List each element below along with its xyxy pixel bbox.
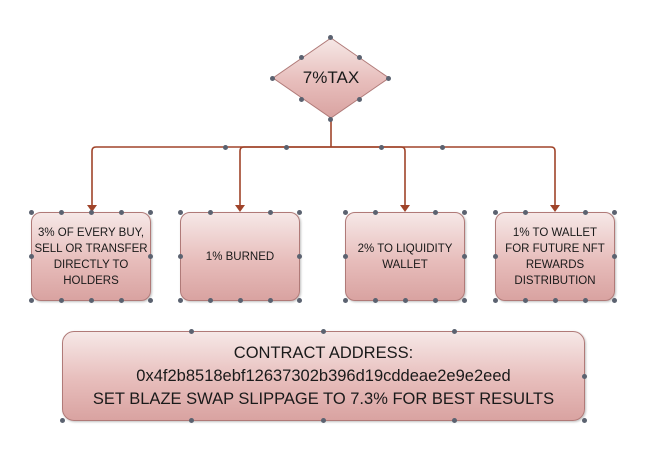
tax-word: TAX (327, 68, 360, 87)
tax-label: 7%TAX (272, 37, 390, 119)
handle-dot[interactable] (59, 298, 64, 303)
handle-dot[interactable] (284, 145, 289, 150)
handle-dot[interactable] (148, 210, 153, 215)
handle-dot[interactable] (612, 210, 617, 215)
arrowhead-2 (235, 205, 245, 212)
handle-dot[interactable] (433, 298, 438, 303)
handle-dot[interactable] (189, 418, 194, 423)
handle-dot[interactable] (523, 210, 528, 215)
holders-line-4: HOLDERS (63, 274, 119, 287)
handle-dot[interactable] (612, 254, 617, 259)
handle-dot[interactable] (493, 298, 498, 303)
handle-dot[interactable] (462, 210, 467, 215)
handle-dot[interactable] (29, 298, 34, 303)
handle-dot[interactable] (268, 210, 273, 215)
handle-dot[interactable] (29, 254, 34, 259)
contract-address[interactable]: 0x4f2b8518ebf12637302b396d19cddeae2e9e2e… (136, 366, 511, 385)
arrowhead-3 (400, 205, 410, 212)
nft-line-3: REWARDS (525, 258, 585, 271)
handle-dot[interactable] (379, 145, 384, 150)
handle-dot[interactable] (523, 298, 528, 303)
handle-dot[interactable] (299, 55, 304, 60)
contract-info-box[interactable]: CONTRACT ADDRESS: 0x4f2b8518ebf12637302b… (62, 331, 585, 421)
handle-dot[interactable] (189, 329, 194, 334)
liquidity-line-2: WALLET (382, 258, 428, 271)
handle-dot[interactable] (493, 210, 498, 215)
handle-dot[interactable] (148, 298, 153, 303)
connector-branch-3 (331, 146, 406, 206)
handle-dot[interactable] (321, 329, 326, 334)
slippage-note: SET BLAZE SWAP SLIPPAGE TO 7.3% FOR BEST… (92, 389, 555, 408)
handle-dot[interactable] (357, 55, 362, 60)
handle-dot[interactable] (583, 298, 588, 303)
handle-dot[interactable] (297, 298, 302, 303)
nft-line-1: 1% TO WALLET (512, 226, 598, 239)
handle-dot[interactable] (343, 298, 348, 303)
handle-dot[interactable] (29, 210, 34, 215)
tax-percent: 7% (302, 68, 328, 87)
connector-branch-1 (91, 146, 331, 206)
holders-line-3: DIRECTLY TO (53, 258, 129, 271)
handle-dot[interactable] (270, 76, 275, 81)
contract-heading: CONTRACT ADDRESS: (233, 343, 414, 362)
handle-dot[interactable] (268, 298, 273, 303)
handle-dot[interactable] (297, 254, 302, 259)
handle-dot[interactable] (178, 298, 183, 303)
nft-rewards-node[interactable]: 1% TO WALLET FOR FUTURE NFT REWARDS DIST… (495, 212, 615, 301)
handle-dot[interactable] (452, 329, 457, 334)
holders-line-1: 3% OF EVERY BUY, (37, 226, 145, 239)
handle-dot[interactable] (462, 254, 467, 259)
connector-branch-4 (331, 146, 556, 206)
burn-node[interactable]: 1% BURNED (180, 212, 300, 301)
handle-dot[interactable] (119, 210, 124, 215)
handle-dot[interactable] (328, 117, 333, 122)
handle-dot[interactable] (321, 418, 326, 423)
handle-dot[interactable] (386, 76, 391, 81)
handle-dot[interactable] (612, 298, 617, 303)
handle-dot[interactable] (493, 254, 498, 259)
handle-dot[interactable] (373, 210, 378, 215)
handle-dot[interactable] (343, 254, 348, 259)
handle-dot[interactable] (238, 298, 243, 303)
burn-label: 1% BURNED (205, 250, 275, 263)
holders-reward-node[interactable]: 3% OF EVERY BUY, SELL OR TRANSFER DIRECT… (31, 212, 151, 301)
handle-dot[interactable] (59, 210, 64, 215)
tax-diamond-node[interactable]: 7%TAX (272, 37, 390, 119)
handle-dot[interactable] (373, 298, 378, 303)
handle-dot[interactable] (297, 210, 302, 215)
handle-dot[interactable] (553, 298, 558, 303)
handle-dot[interactable] (148, 254, 153, 259)
handle-dot[interactable] (208, 210, 213, 215)
connector-branch-2 (239, 146, 331, 206)
nft-line-2: FOR FUTURE NFT (505, 242, 605, 255)
handle-dot[interactable] (299, 97, 304, 102)
handle-dot[interactable] (440, 145, 445, 150)
holders-line-2: SELL OR TRANSFER (34, 242, 148, 255)
handle-dot[interactable] (462, 298, 467, 303)
arrowhead-1 (87, 205, 97, 212)
handle-dot[interactable] (403, 298, 408, 303)
handle-dot[interactable] (89, 298, 94, 303)
handle-dot[interactable] (60, 418, 65, 423)
handle-dot[interactable] (433, 210, 438, 215)
handle-dot[interactable] (582, 418, 587, 423)
handle-dot[interactable] (89, 210, 94, 215)
handle-dot[interactable] (223, 145, 228, 150)
handle-dot[interactable] (328, 35, 333, 40)
handle-dot[interactable] (343, 210, 348, 215)
handle-dot[interactable] (583, 210, 588, 215)
liquidity-line-1: 2% TO LIQUIDITY (357, 242, 453, 255)
arrowhead-4 (550, 205, 560, 212)
handle-dot[interactable] (178, 210, 183, 215)
handle-dot[interactable] (178, 254, 183, 259)
handle-dot[interactable] (452, 418, 457, 423)
handle-dot[interactable] (208, 298, 213, 303)
nft-line-4: DISTRIBUTION (514, 274, 596, 287)
handle-dot[interactable] (357, 97, 362, 102)
handle-dot[interactable] (119, 298, 124, 303)
liquidity-node[interactable]: 2% TO LIQUIDITY WALLET (345, 212, 465, 301)
handle-dot[interactable] (582, 374, 587, 379)
